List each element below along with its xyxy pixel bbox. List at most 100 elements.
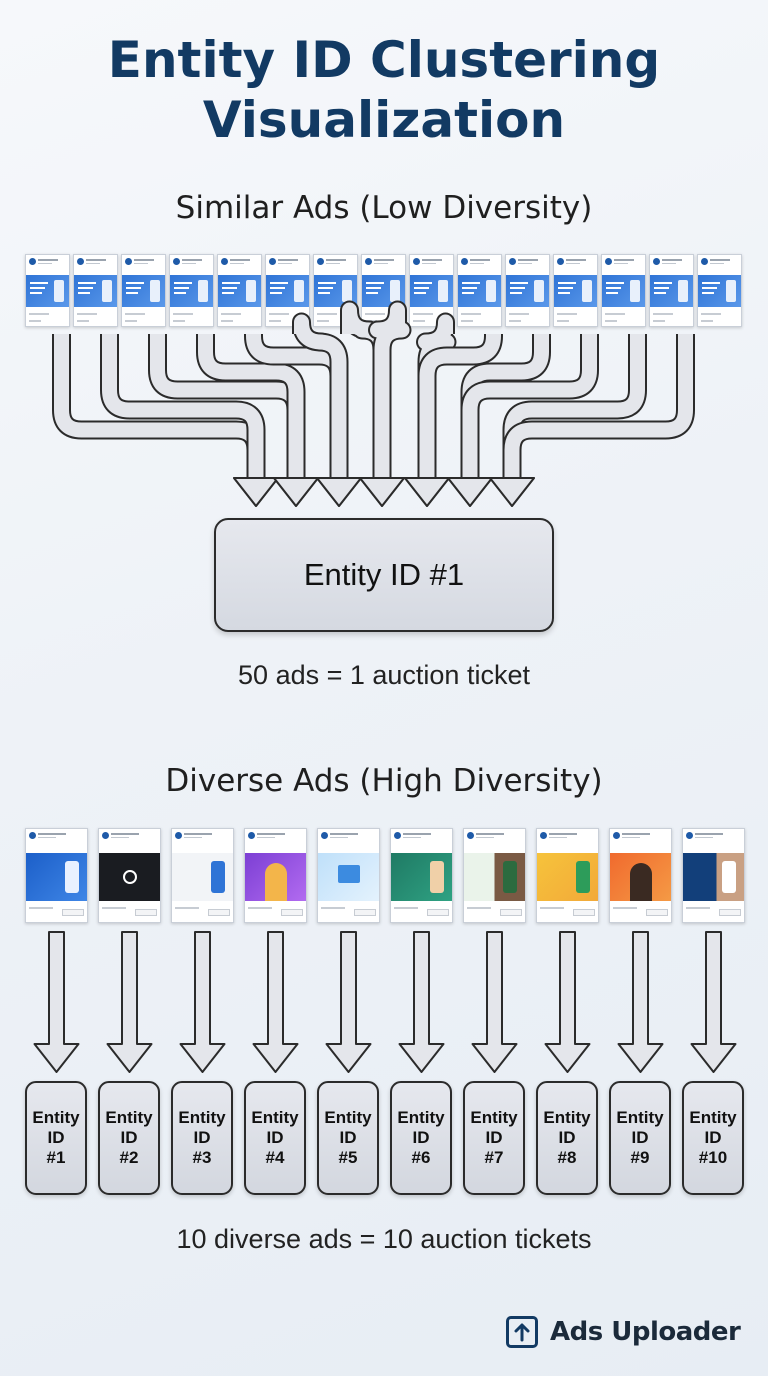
entity-label-line: Entity bbox=[470, 1108, 518, 1127]
straight-arrow bbox=[471, 931, 518, 1073]
ad-avatar bbox=[125, 258, 132, 265]
ad-avatar bbox=[613, 832, 620, 839]
phone-shape bbox=[390, 280, 400, 302]
entity-label-line: #1 bbox=[46, 1148, 66, 1167]
ad-text-line bbox=[702, 287, 717, 289]
ad-header-line bbox=[566, 259, 586, 261]
ad-creative bbox=[458, 275, 501, 307]
ad-text-line bbox=[606, 287, 621, 289]
ad-header-line bbox=[184, 837, 202, 838]
ad-text-line bbox=[222, 292, 234, 294]
entity-label-line: Entity bbox=[324, 1108, 372, 1127]
creative-accent-shape bbox=[430, 861, 444, 893]
ad-text-line bbox=[462, 282, 480, 284]
ad-avatar bbox=[701, 258, 708, 265]
ad-footer-line bbox=[653, 313, 673, 315]
ad-header-line bbox=[38, 259, 58, 261]
ad-header-line bbox=[38, 833, 66, 835]
ad-avatar bbox=[509, 258, 516, 265]
ad-creative bbox=[602, 275, 645, 307]
ad-text-line bbox=[654, 292, 666, 294]
ad-header-line bbox=[476, 837, 494, 838]
ad-footer-line bbox=[317, 313, 337, 315]
ad-header-line bbox=[549, 833, 577, 835]
ad-header-line bbox=[134, 263, 148, 264]
ad-avatar bbox=[365, 258, 372, 265]
ad-footer-line bbox=[321, 907, 345, 909]
ad-avatar bbox=[413, 258, 420, 265]
ad-footer-line bbox=[540, 907, 564, 909]
similar-ad-thumbnail bbox=[25, 254, 70, 327]
ad-header-line bbox=[549, 837, 567, 838]
ad-text-line bbox=[78, 287, 93, 289]
ad-footer-line bbox=[653, 320, 665, 322]
converging-arrow bbox=[100, 334, 279, 507]
ad-text-line bbox=[558, 287, 573, 289]
ad-header-line bbox=[518, 263, 532, 264]
ad-avatar bbox=[317, 258, 324, 265]
ad-header-line bbox=[695, 833, 723, 835]
creative-accent-shape bbox=[503, 861, 517, 893]
ad-avatar bbox=[467, 832, 474, 839]
ad-header-line bbox=[111, 837, 129, 838]
entity-label-line: ID bbox=[631, 1128, 649, 1147]
ad-avatar bbox=[557, 258, 564, 265]
straight-arrow bbox=[33, 931, 80, 1073]
phone-shape bbox=[294, 280, 304, 302]
ad-creative bbox=[391, 853, 452, 901]
ad-avatar bbox=[269, 258, 276, 265]
ad-header-line bbox=[470, 263, 484, 264]
ad-cta-button bbox=[719, 909, 741, 916]
similar-arrows bbox=[52, 300, 695, 507]
ad-header-line bbox=[278, 263, 292, 264]
ad-text-line bbox=[510, 287, 525, 289]
ad-header-line bbox=[422, 263, 436, 264]
phone-shape bbox=[678, 280, 688, 302]
ad-footer-line bbox=[605, 313, 625, 315]
ad-footer-line bbox=[557, 320, 569, 322]
ad-footer-line bbox=[413, 313, 433, 315]
ad-footer-line bbox=[29, 320, 41, 322]
ad-text-line bbox=[558, 282, 576, 284]
similar-ad-thumbnail bbox=[169, 254, 214, 327]
creative-accent-shape bbox=[338, 865, 360, 883]
entity-label-line: #9 bbox=[630, 1148, 650, 1167]
entity-label-line: Entity bbox=[251, 1108, 299, 1127]
diverse-arrows bbox=[33, 931, 737, 1073]
ad-header-line bbox=[184, 833, 212, 835]
straight-arrow bbox=[325, 931, 372, 1073]
ad-header-line bbox=[710, 263, 724, 264]
ad-header-line bbox=[662, 259, 682, 261]
ad-header-line bbox=[622, 833, 650, 835]
ad-footer-line bbox=[173, 313, 193, 315]
straight-arrow bbox=[179, 931, 226, 1073]
ad-creative bbox=[266, 275, 309, 307]
straight-arrow bbox=[617, 931, 664, 1073]
ad-text-line bbox=[702, 292, 714, 294]
similar-ad-thumbnail bbox=[121, 254, 166, 327]
similar-ad-thumbnail bbox=[553, 254, 598, 327]
ad-text-line bbox=[270, 282, 288, 284]
ad-header-line bbox=[111, 833, 139, 835]
phone-shape bbox=[726, 280, 736, 302]
entity-label-line: #8 bbox=[557, 1148, 577, 1167]
ad-footer-line bbox=[686, 907, 710, 909]
ad-text-line bbox=[126, 282, 144, 284]
ad-text-line bbox=[174, 282, 192, 284]
ad-creative bbox=[74, 275, 117, 307]
ad-text-line bbox=[270, 287, 285, 289]
ad-text-line bbox=[366, 287, 381, 289]
ad-footer-line bbox=[77, 320, 89, 322]
ad-cta-button bbox=[281, 909, 303, 916]
ad-footer-line bbox=[221, 320, 233, 322]
ad-text-line bbox=[78, 292, 90, 294]
straight-arrow bbox=[544, 931, 591, 1073]
